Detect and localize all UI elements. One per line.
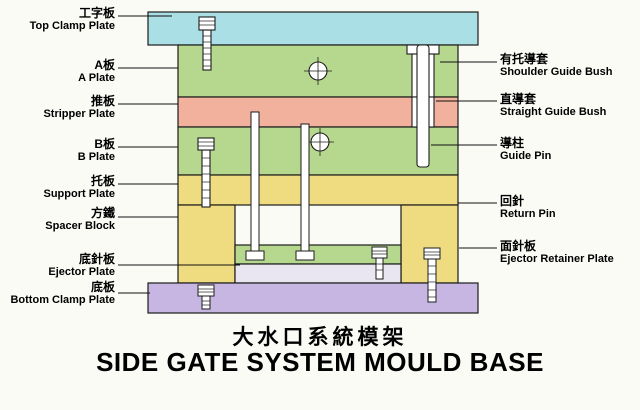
label-spacer-block: 方鐵 Spacer Block xyxy=(45,206,115,233)
label-spacer-block-en: Spacer Block xyxy=(45,220,115,232)
label-stripper-plate-cn: 推板 xyxy=(90,94,115,108)
label-a-plate: A板 A Plate xyxy=(78,58,115,85)
top-clamp-screw-graphic xyxy=(198,16,216,71)
support-plate-bolt-graphic xyxy=(197,137,215,208)
bottom-clamp-screw-right-graphic xyxy=(423,247,441,303)
label-ejector-plate: 底針板 Ejector Plate xyxy=(48,252,115,279)
screw-hole-symbol-upper xyxy=(304,57,332,85)
support-plate-shape xyxy=(177,174,459,206)
label-ejector-retainer-plate-en: Ejector Retainer Plate xyxy=(500,253,614,265)
top-clamp-plate-shape xyxy=(147,11,479,46)
label-b-plate-cn: B板 xyxy=(94,137,115,151)
label-bottom-clamp-plate: 底板 Bottom Clamp Plate xyxy=(10,280,115,307)
guide-bush-pin-graphic xyxy=(406,44,440,168)
label-top-clamp-plate-en: Top Clamp Plate xyxy=(29,20,115,32)
label-support-plate-cn: 托板 xyxy=(90,174,115,188)
label-return-pin-cn: 回針 xyxy=(500,194,525,208)
title-english: SIDE GATE SYSTEM MOULD BASE xyxy=(96,347,544,377)
guide-pin-shape xyxy=(416,44,430,168)
label-b-plate-en: B Plate xyxy=(77,151,115,163)
label-ejector-retainer-plate-cn: 面針板 xyxy=(500,239,537,253)
label-stripper-plate: 推板 Stripper Plate xyxy=(43,94,115,121)
spacer-block-left-shape xyxy=(177,204,236,284)
label-bottom-clamp-plate-en: Bottom Clamp Plate xyxy=(10,294,115,306)
label-spacer-block-cn: 方鐵 xyxy=(90,206,115,220)
label-shoulder-guide-bush-cn: 有托導套 xyxy=(500,52,549,66)
label-ejector-plate-cn: 底針板 xyxy=(78,252,115,266)
label-stripper-plate-en: Stripper Plate xyxy=(43,108,115,120)
title-chinese: 大水口系統模架 xyxy=(232,326,408,349)
label-support-plate: 托板 Support Plate xyxy=(43,174,115,201)
leader-lines xyxy=(118,15,497,294)
label-return-pin-en: Return Pin xyxy=(500,208,556,220)
label-straight-guide-bush: 直導套 Straight Guide Bush xyxy=(500,92,606,119)
label-return-pin: 回針 Return Pin xyxy=(500,194,556,221)
label-straight-guide-bush-en: Straight Guide Bush xyxy=(500,106,607,118)
label-bottom-clamp-plate-cn: 底板 xyxy=(90,280,115,294)
label-shoulder-guide-bush: 有托導套 Shoulder Guide Bush xyxy=(500,52,612,79)
label-top-clamp-plate-cn: 工字板 xyxy=(78,6,115,20)
label-ejector-retainer-plate: 面針板 Ejector Retainer Plate xyxy=(500,239,614,266)
label-guide-pin: 導柱 Guide Pin xyxy=(500,136,551,163)
label-b-plate: B板 B Plate xyxy=(78,137,115,164)
plate-stack xyxy=(147,11,479,314)
label-guide-pin-en: Guide Pin xyxy=(500,150,552,162)
label-top-clamp-plate: 工字板 Top Clamp Plate xyxy=(30,6,115,33)
label-a-plate-en: A Plate xyxy=(78,72,115,84)
return-pin-graphic xyxy=(245,111,265,261)
label-shoulder-guide-bush-en: Shoulder Guide Bush xyxy=(500,66,613,78)
ejector-pin-graphic xyxy=(295,123,315,261)
label-a-plate-cn: A板 xyxy=(94,58,115,72)
bottom-clamp-screw-left-graphic xyxy=(197,284,215,310)
screw-hole-symbol-lower xyxy=(306,128,334,156)
label-support-plate-en: Support Plate xyxy=(43,188,115,200)
ejector-screw-graphic xyxy=(371,246,388,280)
label-guide-pin-cn: 導柱 xyxy=(500,136,525,150)
label-straight-guide-bush-cn: 直導套 xyxy=(500,92,537,106)
label-ejector-plate-en: Ejector Plate xyxy=(48,266,115,278)
